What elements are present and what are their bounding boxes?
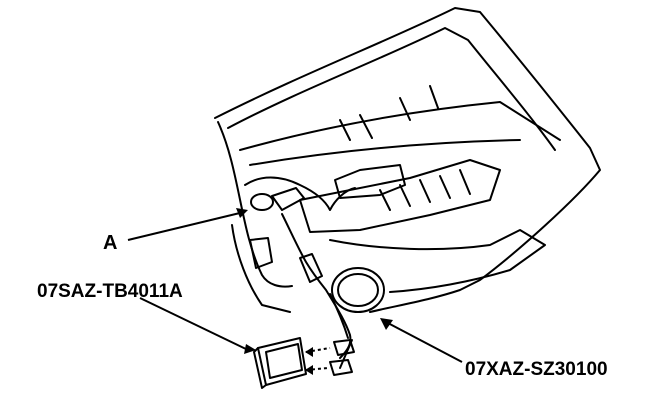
wheel-arch xyxy=(231,224,291,313)
frame-line xyxy=(239,101,561,151)
connector-plug xyxy=(271,187,305,211)
inner-ribs xyxy=(339,85,439,141)
label-connector-a: A xyxy=(103,232,118,254)
plug-1 xyxy=(333,339,355,356)
hood-inner xyxy=(227,27,556,151)
lower-panel-2 xyxy=(249,237,273,269)
rail-ribs xyxy=(379,169,471,211)
label-tool-tb4011a: 07SAZ-TB4011A xyxy=(37,281,183,302)
frame-line-2 xyxy=(249,139,521,166)
body-outline xyxy=(214,7,601,313)
dash-arrowhead-1 xyxy=(305,347,313,357)
leader-tb-arrowhead xyxy=(244,344,256,354)
rail xyxy=(299,159,501,233)
cable-coil xyxy=(331,267,385,313)
cable-coil-inner xyxy=(337,273,379,307)
connector-a xyxy=(250,193,274,211)
leader-tb xyxy=(139,297,249,351)
tool-cable-2 xyxy=(299,253,323,283)
dash-arrowhead-2 xyxy=(305,365,313,375)
harness xyxy=(244,176,356,211)
tool-box xyxy=(257,337,307,386)
tool-box-face xyxy=(265,343,303,379)
label-tool-sz30100: 07XAZ-SZ30100 xyxy=(465,359,608,380)
hood-edge xyxy=(217,121,293,288)
plug-2 xyxy=(329,359,353,376)
lower-panel xyxy=(329,229,546,293)
dash-connect-1 xyxy=(305,347,331,353)
dash-connect-2 xyxy=(305,367,329,371)
bracket xyxy=(334,164,406,199)
leader-a xyxy=(127,211,245,241)
leader-sz-arrowhead xyxy=(380,318,393,330)
leader-sz xyxy=(385,321,463,363)
